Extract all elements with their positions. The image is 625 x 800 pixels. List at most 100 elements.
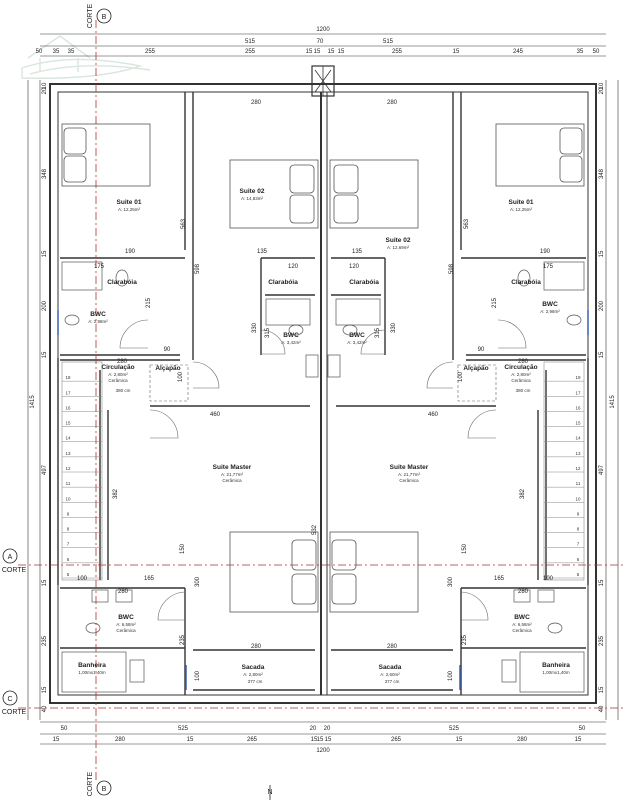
dim-left: 15: [42, 579, 48, 586]
room-name: Alçapão: [155, 365, 180, 372]
dim-bottom-row2: 15: [575, 737, 582, 743]
room-name: BWC: [514, 614, 530, 621]
room-area: A: 2,80m²: [108, 372, 128, 377]
inner-dim: 190: [540, 249, 551, 255]
room-area: A: 3,42m²: [347, 340, 367, 345]
section-marker-c: [2, 690, 18, 706]
inner-dim: 280: [518, 359, 529, 365]
dim-left: 15: [42, 686, 48, 693]
room-name: Circulação: [101, 364, 134, 371]
section-corte-c: CORTE: [2, 709, 27, 716]
room-area: A: 3,42m²: [281, 340, 301, 345]
door-swings: [119, 319, 527, 621]
stair-number: 11: [66, 481, 71, 486]
bed: [329, 531, 419, 613]
note: 380 cm: [516, 388, 531, 393]
dim-bottom-row2: 15: [317, 737, 324, 743]
inner-vdim: 100: [178, 371, 184, 382]
watermark-logo: [21, 35, 151, 79]
dim-top-row: 35: [53, 49, 60, 55]
inner-dim: 280: [518, 589, 529, 595]
inner-vdim: 215: [492, 297, 498, 308]
inner-dim: 280: [251, 644, 262, 650]
section-corte-top: CORTE: [87, 3, 94, 28]
inner-dim: 90: [164, 347, 171, 353]
dim-top-row: 50: [593, 49, 600, 55]
inner-vdim: 235: [180, 634, 186, 645]
room-area: A: 6,58m²: [512, 622, 532, 627]
room-name: Banheira: [78, 662, 106, 669]
fixtures: [61, 261, 585, 693]
dim-right: 15: [599, 579, 605, 586]
dim-top-row: 15: [314, 49, 321, 55]
dim-bottom-row2: 15: [187, 737, 194, 743]
room-name: Suite Master: [213, 464, 252, 471]
stair-number: 15: [65, 421, 71, 426]
outer-walls: [49, 83, 597, 704]
inner-vdim: 330: [391, 322, 397, 333]
inner-dim: 280: [387, 644, 398, 650]
dim-top-row: 15: [306, 49, 313, 55]
inner-vdim: 532: [312, 524, 318, 535]
dim-bottom-row2: 265: [247, 737, 258, 743]
room-name: Clarabóia: [107, 279, 137, 286]
inner-vdim: 315: [375, 327, 381, 338]
interior-walls-left: [57, 92, 315, 695]
inner-vdim: 150: [180, 543, 186, 554]
stair-number: 10: [65, 496, 71, 501]
inner-vdim: 382: [113, 488, 119, 499]
room-name: Sacada: [379, 664, 402, 671]
stair-number: 14: [575, 436, 581, 441]
room-area: A: 6,58m²: [116, 622, 136, 627]
dimension-lines: [27, 33, 619, 745]
dim-left: 10: [42, 82, 48, 89]
dim-bottom-row1: 20: [324, 726, 331, 732]
inner-vdim: 300: [448, 576, 454, 587]
stair-number: 8: [67, 527, 70, 532]
stair-number: 7: [577, 542, 580, 547]
bed: [229, 159, 319, 229]
dim-right: 200: [599, 300, 605, 311]
dim-left: 235: [42, 635, 48, 646]
room-name: BWC: [90, 311, 106, 318]
room-name: Alçapão: [463, 365, 488, 372]
bed: [61, 123, 151, 187]
inner-vdim: 563: [181, 218, 187, 229]
dim-top-row: 35: [577, 49, 584, 55]
inner-vdim: 563: [464, 218, 470, 229]
stair-number: 7: [67, 542, 70, 547]
inner-dim: 135: [352, 249, 363, 255]
room-name: BWC: [542, 301, 558, 308]
dim-right: 497: [599, 464, 605, 475]
dim-top-mid: 70: [317, 39, 324, 45]
inner-vdim: 330: [252, 322, 258, 333]
inner-dim: 280: [251, 100, 262, 106]
room-area: A: 12,25m²: [118, 207, 141, 212]
dim-left: 15: [42, 250, 48, 257]
room-area: A: 2,98m²: [88, 319, 108, 324]
room-name: Suite Master: [390, 464, 429, 471]
inner-dim: 280: [117, 359, 128, 365]
inner-dim: 135: [257, 249, 268, 255]
stair-number: 14: [65, 436, 71, 441]
room-name: Clarabóia: [511, 279, 541, 286]
dim-right: 15: [599, 351, 605, 358]
inner-dim: 280: [118, 589, 129, 595]
dim-top-total: 1200: [316, 27, 330, 33]
inner-vdim: 300: [195, 576, 201, 587]
room-area: 1,00mx1,40m: [542, 670, 570, 675]
inner-vdim: 235: [462, 634, 468, 645]
stair-number: 8: [577, 527, 580, 532]
stair-number: 13: [65, 451, 71, 456]
inner-dim: 165: [494, 576, 505, 582]
dim-right-overall: 1415: [610, 395, 616, 409]
room-name: BWC: [283, 332, 299, 339]
section-marker-bottom: [96, 780, 112, 796]
inner-dim: 175: [94, 264, 105, 270]
dim-right: 15: [599, 250, 605, 257]
